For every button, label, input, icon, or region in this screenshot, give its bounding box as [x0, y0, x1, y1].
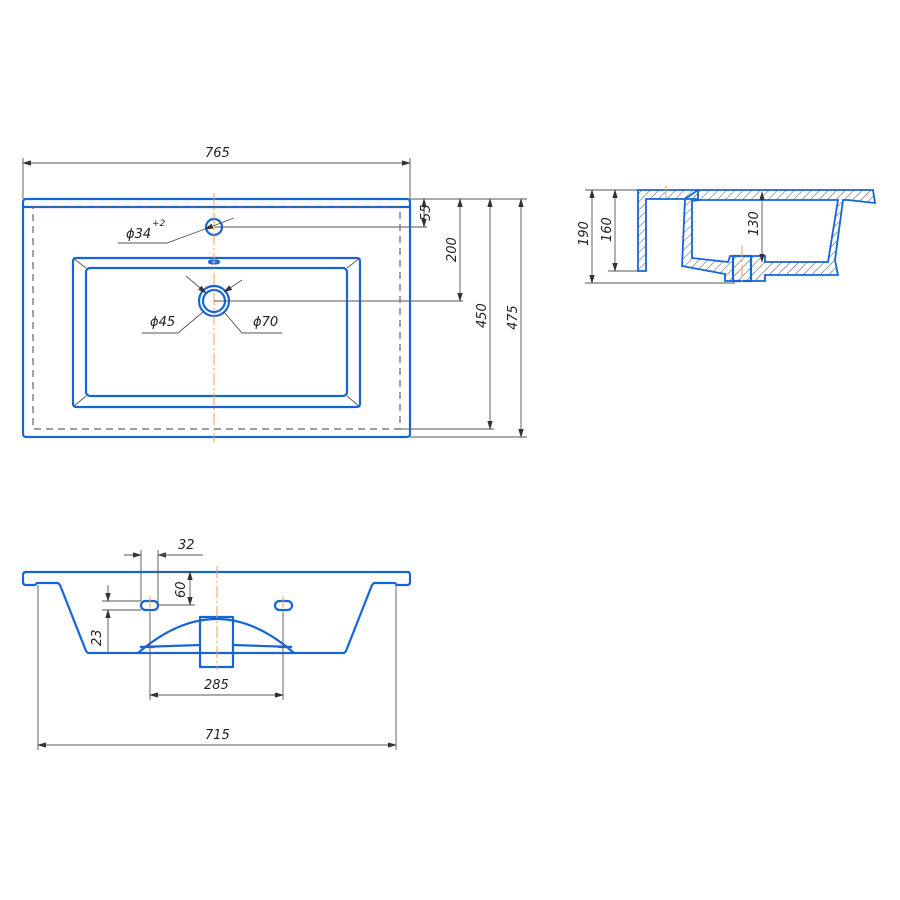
- dim-drain-70: ϕ70: [253, 315, 278, 330]
- dim-200: 200: [445, 237, 460, 262]
- dim-285: 285: [204, 678, 229, 693]
- dim-60: 60: [174, 581, 189, 598]
- side-dimension-lines: [585, 189, 765, 284]
- dim-23: 23: [90, 629, 105, 646]
- dim-55: 55: [419, 204, 434, 221]
- top-dimension-lines: [22, 158, 527, 438]
- basin-outline: [21, 197, 412, 439]
- bowl-inner: [84, 266, 349, 398]
- dim-450: 450: [475, 303, 490, 328]
- front-view: 32 60 23 285 715: [21, 538, 412, 750]
- dim-475: 475: [506, 305, 521, 330]
- front-dimension-lines: [37, 550, 397, 750]
- dim-faucet-tolerance: +2: [152, 219, 166, 229]
- side-section-view: 190 160 130: [577, 186, 877, 285]
- bowl-corner-lines: [72, 257, 361, 408]
- section-bowl: [681, 189, 877, 282]
- dim-drain-45: ϕ45: [150, 315, 175, 330]
- front-outline: [21, 570, 412, 655]
- dim-190: 190: [577, 221, 592, 246]
- dim-faucet-hole: ϕ34: [126, 227, 151, 242]
- dim-width-765: 765: [205, 146, 230, 161]
- dim-32: 32: [178, 538, 195, 553]
- hidden-contour: [32, 206, 401, 430]
- dim-160: 160: [600, 217, 615, 242]
- bowl-dome: [137, 617, 295, 654]
- bowl-floor: [139, 643, 293, 649]
- top-view: 765 ϕ34 +2 ϕ45 ϕ70 55 200 450 475: [21, 146, 527, 442]
- dim-130: 130: [747, 211, 762, 236]
- dim-715: 715: [205, 728, 230, 743]
- bowl-outer: [71, 256, 362, 409]
